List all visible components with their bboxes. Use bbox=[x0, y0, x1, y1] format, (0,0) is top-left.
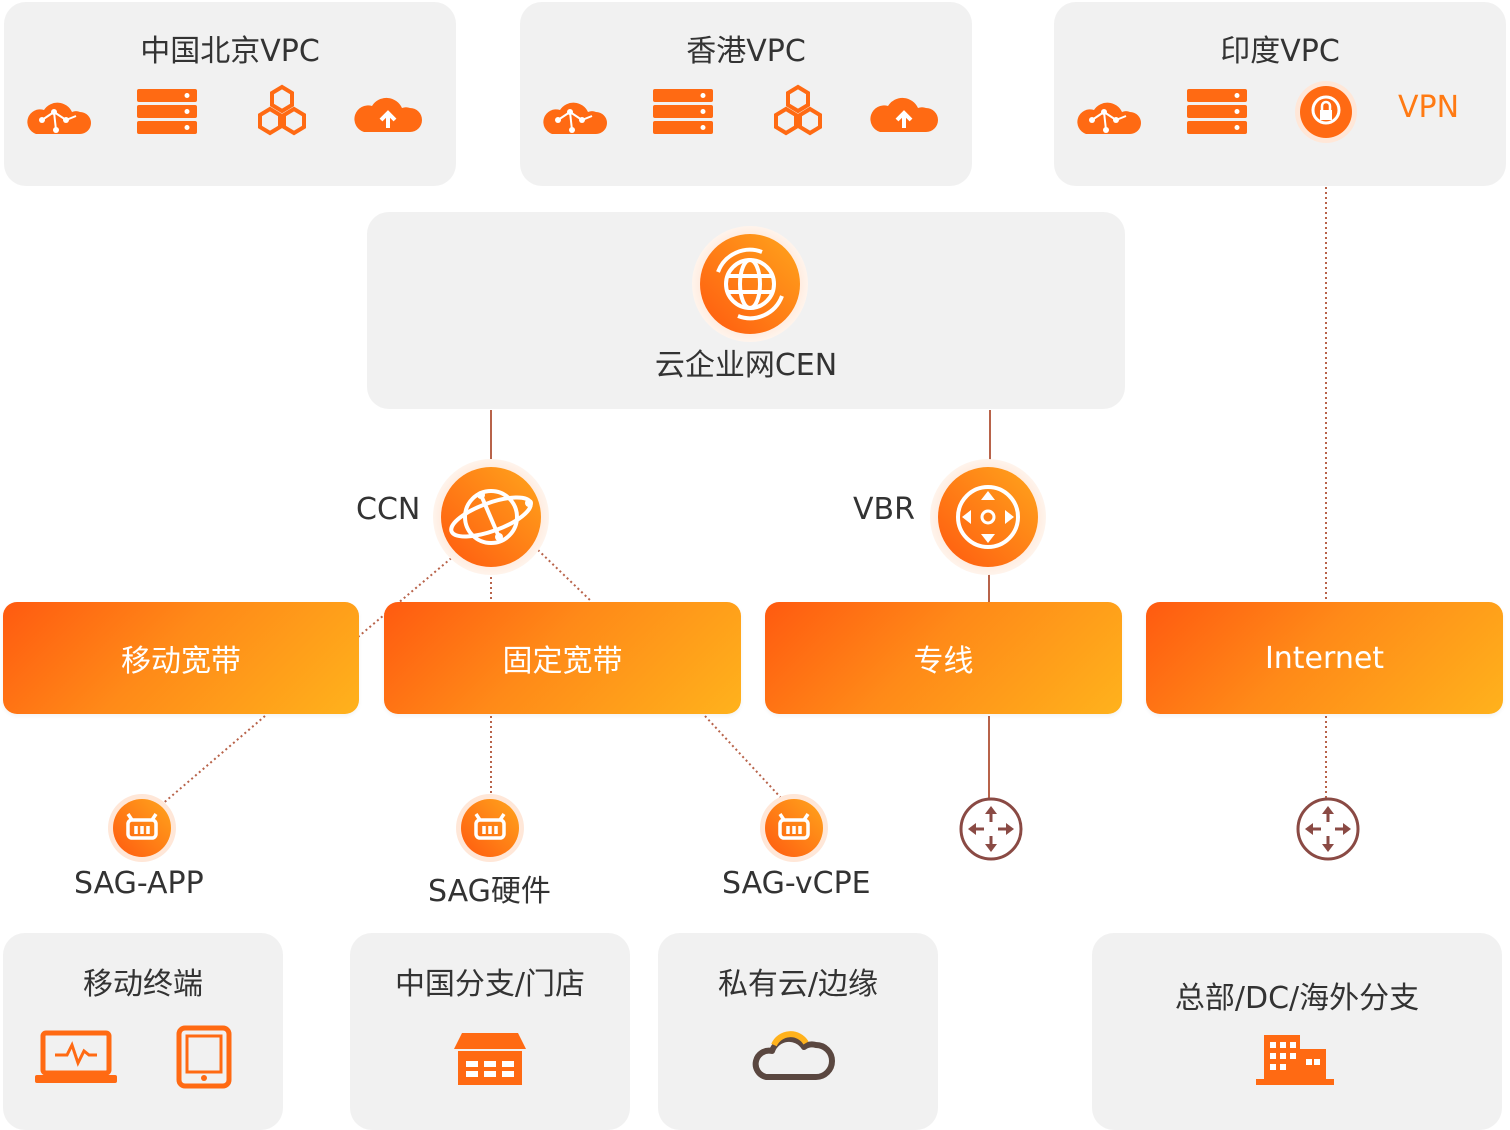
server-icon bbox=[137, 89, 197, 134]
sag-icon bbox=[108, 794, 176, 862]
vpc-panel-india: 印度VPC VPN bbox=[1054, 2, 1506, 186]
bar-leased-line: 专线 bbox=[765, 602, 1122, 714]
bar-mobile-broadband: 移动宽带 bbox=[3, 602, 359, 714]
site-panel-branch-store: 中国分支/门店 bbox=[350, 933, 630, 1130]
vbr-label: VBR bbox=[853, 492, 915, 527]
cloud-outline-icon bbox=[752, 1031, 835, 1080]
site-title: 私有云/边缘 bbox=[717, 967, 879, 1002]
site-title: 移动终端 bbox=[83, 967, 203, 1002]
vpc-title: 中国北京VPC bbox=[140, 34, 320, 69]
site-panel-hq-dc: 总部/DC/海外分支 bbox=[1092, 933, 1502, 1130]
ccn-orbit-icon bbox=[433, 459, 549, 575]
building-icon bbox=[1256, 1035, 1334, 1085]
mobile-sagapp-line bbox=[159, 715, 266, 807]
site-title: 中国分支/门店 bbox=[394, 967, 586, 1002]
cloud-icon bbox=[27, 102, 91, 134]
router-icon bbox=[1296, 797, 1360, 861]
device-label: SAG-vCPE bbox=[722, 866, 871, 901]
vpc-panel-beijing: 中国北京VPC bbox=[4, 2, 456, 186]
laptop-icon bbox=[35, 1030, 117, 1083]
vpc-panel-hongkong: 香港VPC bbox=[520, 2, 972, 186]
device-label: SAG硬件 bbox=[428, 874, 551, 909]
router-icon bbox=[959, 797, 1023, 861]
vbr-router-icon bbox=[930, 459, 1046, 575]
site-panel-mobile-terminal: 移动终端 bbox=[3, 933, 283, 1130]
hexagon-cluster-icon bbox=[774, 84, 822, 136]
cloud-icon bbox=[543, 102, 607, 134]
vpc-title: 香港VPC bbox=[686, 34, 806, 69]
sag-icon bbox=[760, 794, 828, 862]
sag-icon bbox=[456, 794, 524, 862]
globe-icon bbox=[692, 226, 808, 342]
site-title: 总部/DC/海外分支 bbox=[1174, 981, 1420, 1016]
bar-fixed-broadband: 固定宽带 bbox=[384, 602, 741, 714]
store-icon bbox=[454, 1033, 526, 1085]
server-icon bbox=[653, 89, 713, 134]
ccn-label: CCN bbox=[356, 492, 421, 527]
device-label: SAG-APP bbox=[74, 866, 204, 901]
bar-internet: Internet bbox=[1146, 602, 1503, 714]
vpn-gateway-icon bbox=[1295, 81, 1357, 143]
hexagon-cluster-icon bbox=[258, 84, 306, 136]
tablet-icon bbox=[176, 1025, 232, 1089]
vpc-title: 印度VPC bbox=[1220, 34, 1340, 69]
cen-title: 云企业网CEN bbox=[654, 348, 838, 383]
cloud-icon bbox=[1077, 102, 1141, 134]
fixed-vcpe-line bbox=[704, 715, 784, 801]
cloud-upload-icon bbox=[354, 97, 422, 132]
cloud-upload-icon bbox=[870, 97, 938, 132]
server-icon bbox=[1187, 89, 1247, 134]
ccn-mobile-line bbox=[357, 554, 456, 638]
site-panel-private-cloud: 私有云/边缘 bbox=[658, 933, 938, 1130]
vpn-label: VPN bbox=[1398, 90, 1460, 125]
